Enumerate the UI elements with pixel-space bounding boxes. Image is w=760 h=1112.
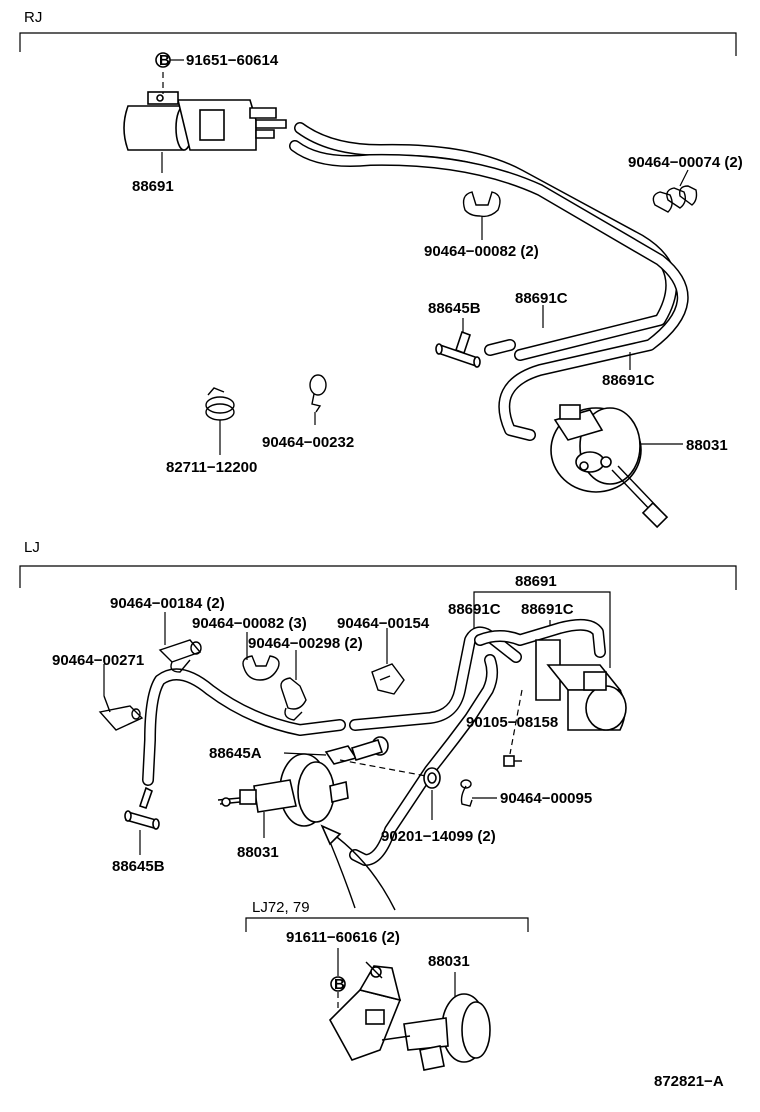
washer-90201-14099 [423,767,441,789]
clip-90464-00298 [280,677,307,721]
label-90464-00082-rj: 90464−00082 (2) [424,243,539,260]
marker-b-rj-text: B [159,52,170,69]
clip-90464-00271 [98,695,144,731]
label-88691c-lj-a: 88691C [448,601,501,618]
marker-b-sub [330,976,346,992]
label-90105-08158: 90105−08158 [466,714,558,731]
label-88031-rj: 88031 [686,437,728,454]
section-label-lj7279: LJ72, 79 [252,899,310,916]
tie-90464-00095 [460,779,473,807]
label-91651-60614: 91651−60614 [186,52,279,69]
reference-arrow [329,831,396,911]
label-90464-00095: 90464−00095 [500,790,592,807]
label-90464-00154: 90464−00154 [337,615,430,632]
tee-88645b-lj [124,786,160,830]
clip-90464-00082-rj [462,191,501,218]
figure-code: 872821−A [654,1073,724,1090]
clip-90464-00082-lj [242,655,280,681]
actuator-88031-rj [550,404,669,529]
label-90464-00232: 90464−00232 [262,434,354,451]
actuator-88031-sub [329,961,491,1071]
label-90201-14099: 90201−14099 (2) [381,828,496,845]
label-90464-00074: 90464−00074 (2) [628,154,743,171]
label-88645b-rj: 88645B [428,300,481,317]
label-90464-00082-lj: 90464−00082 (3) [192,615,307,632]
tee-88645b-rj [435,330,481,368]
section-bracket-lj7279 [245,917,529,932]
clip-90464-00074 [652,185,698,213]
label-88645a: 88645A [209,745,262,762]
clamp-82711-12200 [205,387,235,421]
label-90464-00184: 90464−00184 (2) [110,595,225,612]
label-88031-sub: 88031 [428,953,470,970]
marker-b-sub-text: B [334,976,345,993]
vsv-88691-lj [535,639,627,731]
label-88031-lj: 88031 [237,844,279,861]
vsv-88691-rj [123,91,287,151]
label-82711-12200: 82711−12200 [166,459,257,476]
label-88691-rj: 88691 [132,178,174,195]
tie-90464-00232 [309,374,327,413]
clip-90464-00184 [158,639,202,673]
bolt-90105-08158 [503,755,522,767]
label-90464-00271: 90464−00271 [52,652,144,669]
label-88691c-rj-b: 88691C [602,372,655,389]
actuator-88031-lj [217,753,349,827]
label-91611-60616: 91611−60616 (2) [286,929,400,946]
label-88645b-lj: 88645B [112,858,165,875]
label-88691c-lj-b: 88691C [521,601,574,618]
label-90464-00298: 90464−00298 (2) [248,635,363,652]
section-bracket-rj [19,32,737,56]
section-label-rj: RJ [24,9,42,26]
section-bracket-lj [19,565,737,590]
section-label-lj: LJ [24,539,40,556]
hose-88691c-lower [289,140,689,441]
fitting-88645a [324,736,389,765]
clip-90464-00154 [371,663,405,695]
label-88691-lj: 88691 [515,573,557,590]
label-88691c-rj-a: 88691C [515,290,568,307]
